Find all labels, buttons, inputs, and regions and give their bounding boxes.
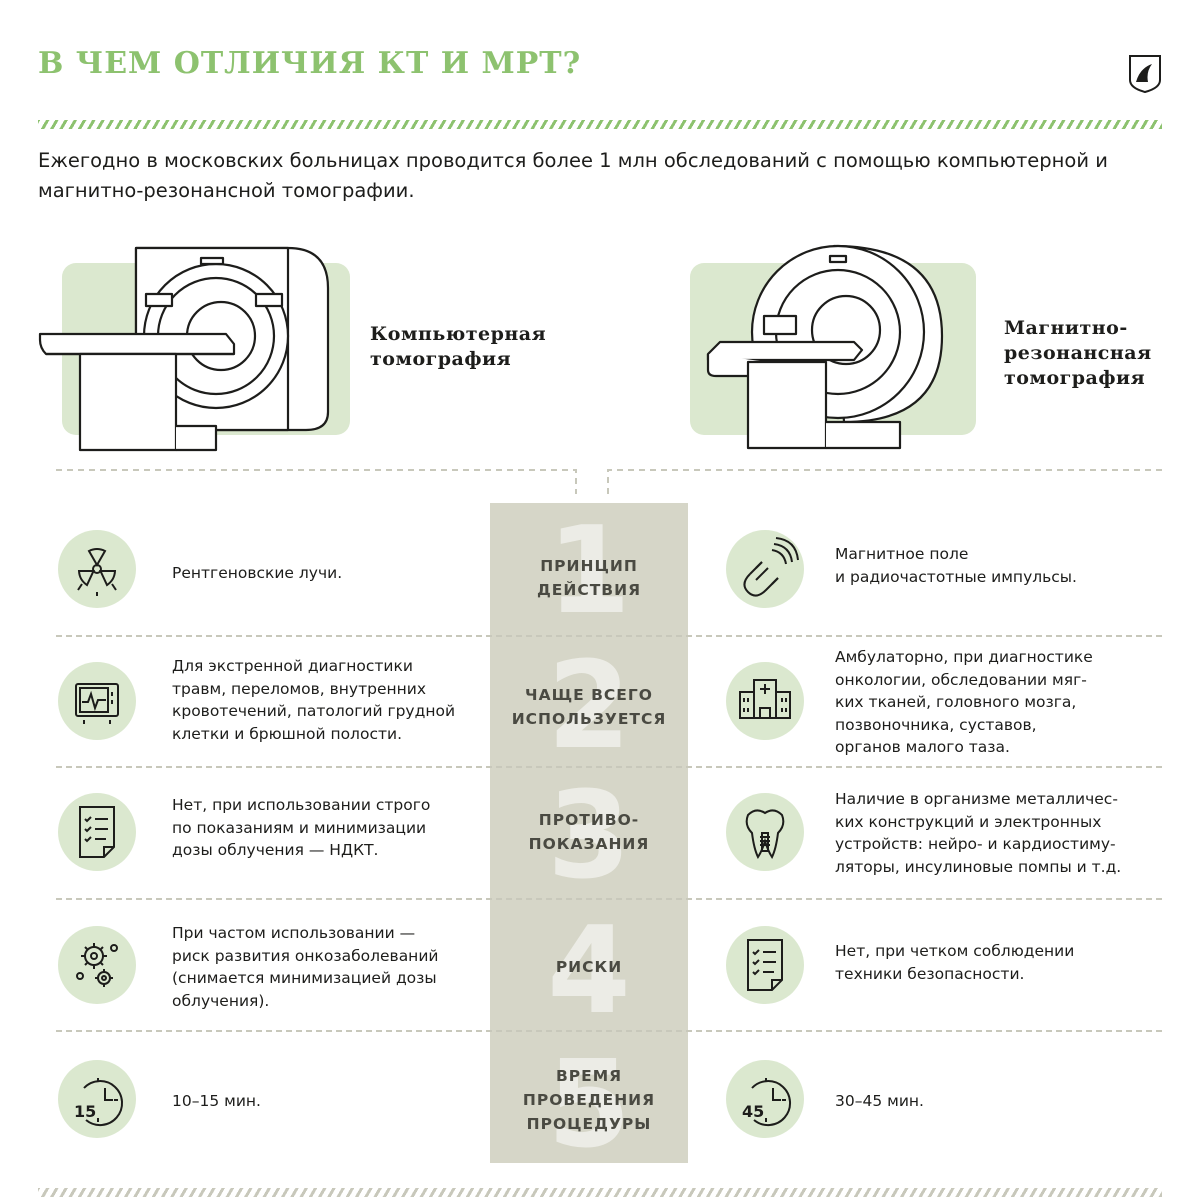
category-label-5: ВРЕМЯ ПРОВЕДЕНИЯ ПРОЦЕДУРЫ — [522, 1067, 656, 1133]
ct-scanner-icon — [38, 246, 330, 452]
hospital-icon — [726, 662, 804, 740]
moscow-coat-of-arms-icon — [1129, 55, 1161, 94]
row-number-3: 3 — [547, 767, 631, 906]
row-divider — [56, 766, 1162, 768]
magnet-icon — [726, 530, 804, 608]
category-label-3: ПРОТИВО- ПОКАЗАНИЯ — [528, 811, 650, 853]
ct-clock-label: 15 — [74, 1102, 96, 1121]
mri-text-3: Наличие в организме металличес- ких конс… — [835, 790, 1122, 876]
categories-column — [490, 503, 688, 1163]
row-number-2: 2 — [547, 637, 631, 776]
mri-scanner-icon — [706, 244, 944, 450]
category-label-4: РИСКИ — [555, 958, 623, 976]
intro-text: Ежегодно в московских больницах проводит… — [38, 149, 1108, 202]
row-number-5: 5 — [547, 1036, 631, 1175]
category-label-2: ЧАЩЕ ВСЕГО ИСПОЛЬЗУЕТСЯ — [511, 686, 667, 728]
row-divider — [56, 1030, 1162, 1032]
ct-text-1: Рентгеновские лучи. — [172, 564, 343, 582]
mri-text-2: Амбулаторно, при диагностике онкологии, … — [835, 648, 1093, 756]
top-divider — [38, 120, 1162, 129]
bottom-divider — [38, 1188, 1162, 1197]
row-number-1: 1 — [547, 502, 631, 641]
mri-text-1: Магнитное поле и радиочастотные импульсы… — [835, 545, 1077, 586]
monitor-icon — [58, 662, 136, 740]
ct-text-3: Нет, при использовании строго по показан… — [172, 796, 431, 859]
ct-text-2: Для экстренной диагностики травм, перело… — [172, 657, 456, 743]
clock-icon: 15 — [58, 1060, 136, 1138]
mri-text-5: 30–45 мин. — [835, 1092, 924, 1110]
ct-title: Компьютерная томография — [370, 323, 547, 370]
mri-clock-label: 45 — [742, 1102, 764, 1121]
category-label-1: ПРИНЦИП ДЕЙСТВИЯ — [536, 557, 642, 599]
clock-icon: 45 — [726, 1060, 804, 1138]
row-divider — [56, 898, 1162, 900]
mri-text-4: Нет, при четком соблюдении техники безоп… — [835, 942, 1075, 983]
virus-icon — [58, 926, 136, 1004]
row-divider — [56, 635, 1162, 637]
ct-text-5: 10–15 мин. — [172, 1092, 261, 1110]
page-title: В ЧЕМ ОТЛИЧИЯ КТ И МРТ? — [38, 46, 582, 81]
radiation-icon — [58, 530, 136, 608]
tooth-implant-icon — [726, 793, 804, 871]
ct-text-4: При частом использовании — риск развития… — [172, 924, 439, 1010]
checklist-icon — [726, 926, 804, 1004]
checklist-icon — [58, 793, 136, 871]
row-number-4: 4 — [547, 902, 631, 1041]
connector-lines — [56, 469, 1162, 494]
mri-title: Магнитно- резонансная томография — [1004, 317, 1152, 389]
